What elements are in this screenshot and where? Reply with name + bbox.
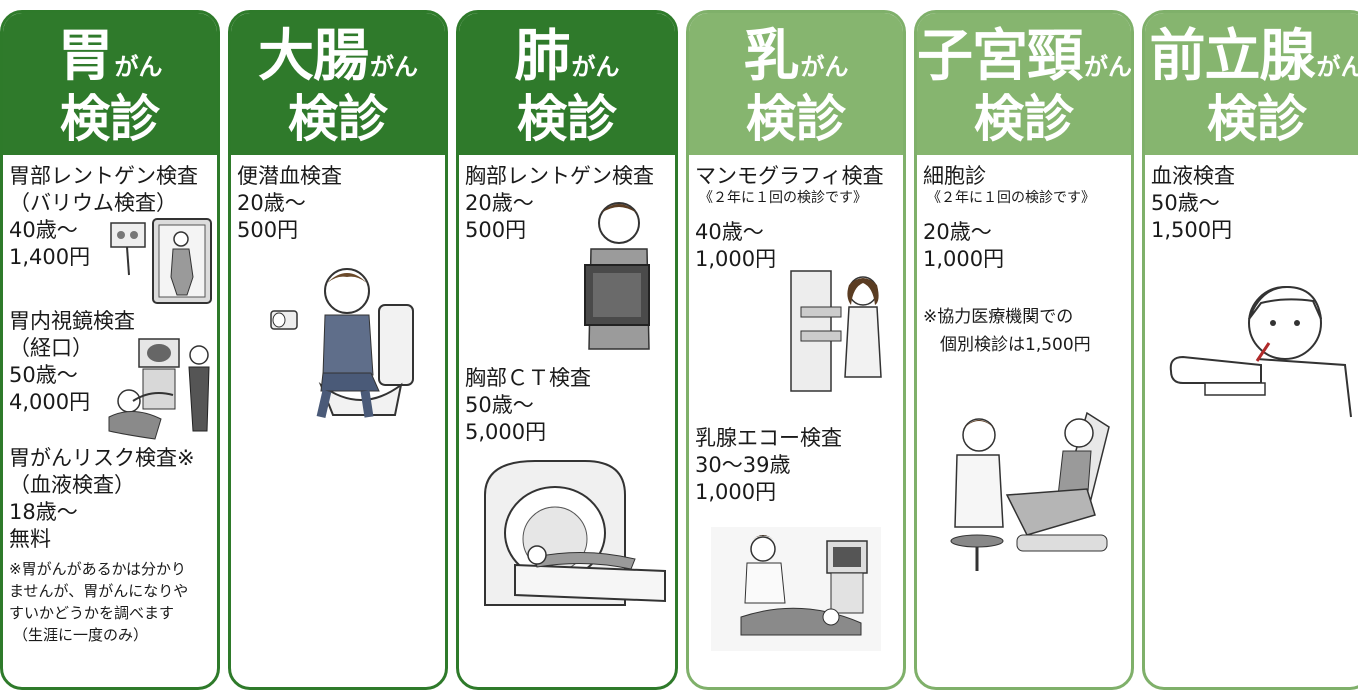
- exam-age: 40歳～: [695, 219, 764, 246]
- exam-name: 胸部ＣＴ検査: [465, 365, 591, 392]
- exam-age: 50歳～: [1151, 190, 1220, 217]
- header-subtitle: 検診: [231, 91, 445, 147]
- exam-name: 細胞診: [923, 163, 986, 190]
- exam-price: 1,000円: [695, 479, 776, 506]
- header-subtitle: 検診: [917, 91, 1131, 147]
- header-title: 肺: [515, 24, 570, 89]
- exam-name: 血液検査: [1151, 163, 1235, 190]
- exam-price: 1,000円: [695, 246, 776, 273]
- exam-age: 30～39歳: [695, 452, 790, 479]
- header-subtitle: 検診: [1145, 91, 1358, 147]
- exam-price: 500円: [465, 217, 526, 244]
- lung-cancer-header: 肺がん 検診: [459, 13, 675, 155]
- header-suffix: がん: [1317, 53, 1358, 81]
- exam-age: 40歳～: [9, 217, 78, 244]
- colorectal-cancer-header: 大腸がん 検診: [231, 13, 445, 155]
- gynecology-exam-illustration: [937, 405, 1117, 575]
- header-title: 子宮頸: [917, 24, 1082, 89]
- header-title: 大腸: [258, 24, 368, 89]
- column-body: 細胞診 《２年に１回の検診です》 20歳～ 1,000円 ※協力医療機関での 個…: [917, 155, 1131, 163]
- column-body: 胸部レントゲン検査 20歳～ 500円 胸部ＣＴ検査 50歳～ 5,000円: [459, 155, 675, 163]
- chest-xray-illustration: [579, 199, 659, 359]
- clinic-note-line: ※協力医療機関での: [923, 307, 1073, 327]
- ultrasound-illustration: [711, 527, 881, 651]
- exam-price: 1,000円: [923, 246, 1004, 273]
- exam-name: 便潜血検査: [237, 163, 342, 190]
- header-subtitle: 検診: [459, 91, 675, 147]
- header-suffix: がん: [572, 53, 620, 81]
- ct-scanner-illustration: [475, 455, 675, 625]
- stomach-cancer-header: 胃がん 検診: [3, 13, 217, 155]
- exam-name: マンモグラフィ検査: [695, 163, 884, 190]
- header-suffix: がん: [115, 53, 163, 81]
- header-subtitle: 検診: [3, 91, 217, 147]
- breast-cancer-column: 乳がん 検診 マンモグラフィ検査 《２年に１回の検診です》 40歳～ 1,000…: [686, 10, 906, 690]
- exam-age: 50歳～: [465, 392, 534, 419]
- stomach-cancer-column: 胃がん 検診 胃部レントゲン検査 （バリウム検査） 40歳～ 1,400円 胃内…: [0, 10, 220, 690]
- header-title: 乳: [744, 24, 799, 89]
- exam-frequency-note: 《２年に１回の検診です》: [699, 189, 867, 207]
- exam-age: 20歳～: [923, 219, 992, 246]
- header-suffix: がん: [370, 53, 418, 81]
- footnote-line: （生涯に一度のみ）: [13, 625, 148, 645]
- header-title: 前立腺: [1150, 24, 1315, 89]
- exam-detail: （バリウム検査）: [9, 190, 177, 217]
- exam-age: 20歳～: [237, 190, 306, 217]
- column-body: マンモグラフィ検査 《２年に１回の検診です》 40歳～ 1,000円 乳腺エコー…: [689, 155, 903, 163]
- exam-age: 50歳～: [9, 362, 78, 389]
- prostate-cancer-header: 前立腺がん 検診: [1145, 13, 1358, 155]
- exam-price: 5,000円: [465, 419, 546, 446]
- clinic-note-line: 個別検診は1,500円: [923, 335, 1091, 355]
- barium-xray-illustration: [107, 215, 217, 307]
- exam-detail: （血液検査）: [9, 472, 135, 499]
- exam-price: 無料: [9, 526, 51, 553]
- prostate-cancer-column: 前立腺がん 検診 血液検査 50歳～ 1,500円: [1142, 10, 1358, 690]
- exam-name: 胃がんリスク検査※: [9, 445, 195, 472]
- exam-name: 乳腺エコー検査: [695, 425, 842, 452]
- exam-detail: （経口）: [9, 335, 93, 362]
- exam-price: 4,000円: [9, 389, 90, 416]
- column-body: 胃部レントゲン検査 （バリウム検査） 40歳～ 1,400円 胃内視鏡検査 （経…: [3, 155, 217, 163]
- toilet-illustration: [261, 265, 421, 425]
- lung-cancer-column: 肺がん 検診 胸部レントゲン検査 20歳～ 500円 胸部ＣＴ検査 50歳～ 5…: [456, 10, 678, 690]
- exam-price: 1,400円: [9, 244, 90, 271]
- exam-price: 500円: [237, 217, 298, 244]
- exam-price: 1,500円: [1151, 217, 1232, 244]
- exam-name: 胸部レントゲン検査: [465, 163, 654, 190]
- column-body: 血液検査 50歳～ 1,500円: [1145, 155, 1358, 163]
- blood-test-illustration: [1165, 279, 1358, 419]
- footnote-line: ませんが、胃がんになりや: [9, 581, 188, 601]
- breast-cancer-header: 乳がん 検診: [689, 13, 903, 155]
- endoscopy-illustration: [103, 335, 215, 445]
- header-title: 胃: [58, 24, 113, 89]
- cervical-cancer-header: 子宮頸がん 検診: [917, 13, 1131, 155]
- column-body: 便潜血検査 20歳～ 500円: [231, 155, 445, 163]
- header-suffix: がん: [801, 53, 849, 81]
- mammography-illustration: [785, 267, 895, 397]
- exam-age: 18歳～: [9, 499, 78, 526]
- header-subtitle: 検診: [689, 91, 903, 147]
- header-suffix: がん: [1084, 53, 1132, 81]
- footnote-line: すいかどうかを調べます: [9, 603, 174, 623]
- exam-frequency-note: 《２年に１回の検診です》: [927, 189, 1095, 207]
- exam-age: 20歳～: [465, 190, 534, 217]
- exam-name: 胃内視鏡検査: [9, 308, 135, 335]
- colorectal-cancer-column: 大腸がん 検診 便潜血検査 20歳～ 500円: [228, 10, 448, 690]
- cervical-cancer-column: 子宮頸がん 検診 細胞診 《２年に１回の検診です》 20歳～ 1,000円 ※協…: [914, 10, 1134, 690]
- exam-name: 胃部レントゲン検査: [9, 163, 198, 190]
- footnote-line: ※胃がんがあるかは分かり: [9, 559, 186, 579]
